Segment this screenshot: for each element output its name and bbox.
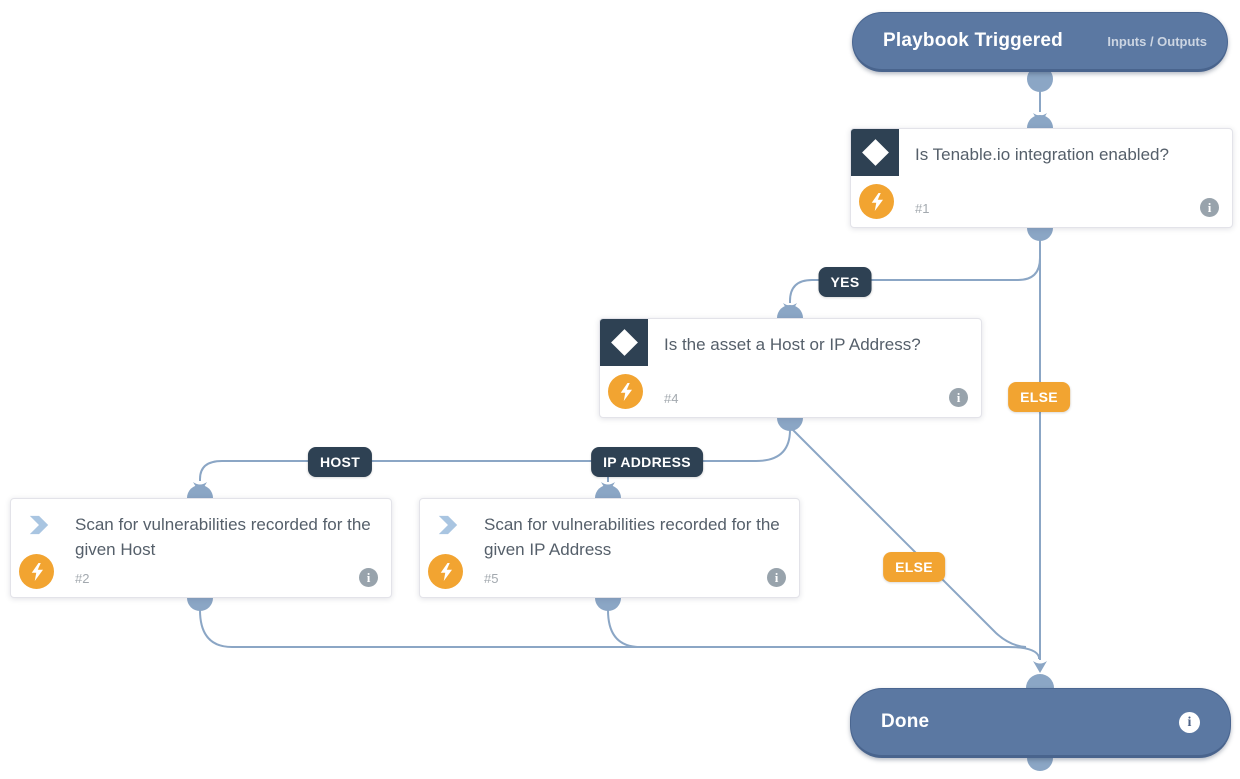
branch-label-else-mid: ELSE bbox=[883, 552, 945, 582]
branch-label-yes: YES bbox=[818, 267, 872, 297]
playbook-triggered-node[interactable]: Playbook Triggered Inputs / Outputs bbox=[852, 12, 1228, 72]
lightning-icon bbox=[19, 554, 54, 589]
info-icon[interactable]: i bbox=[359, 568, 378, 587]
task-id: #4 bbox=[664, 391, 679, 406]
task-title: Is Tenable.io integration enabled? bbox=[915, 145, 1169, 164]
start-node-title: Playbook Triggered bbox=[883, 30, 1063, 51]
branch-label-else-top: ELSE bbox=[1008, 382, 1070, 412]
info-icon[interactable]: i bbox=[1179, 711, 1200, 733]
branch-label-ip-address: IP ADDRESS bbox=[591, 447, 703, 477]
task-title: Scan for vulnerabilities recorded for th… bbox=[484, 515, 780, 559]
info-icon[interactable]: i bbox=[1200, 198, 1219, 217]
task-id: #5 bbox=[484, 571, 499, 586]
info-icon[interactable]: i bbox=[767, 568, 786, 587]
task-node-4[interactable]: Is the asset a Host or IP Address? #4 i bbox=[599, 318, 982, 418]
lightning-icon bbox=[428, 554, 463, 589]
inputs-outputs-link[interactable]: Inputs / Outputs bbox=[1107, 33, 1207, 49]
task-title: Scan for vulnerabilities recorded for th… bbox=[75, 515, 371, 559]
chevron-right-icon bbox=[438, 515, 458, 535]
task-node-1[interactable]: Is Tenable.io integration enabled? #1 i bbox=[850, 128, 1233, 228]
lightning-icon bbox=[608, 374, 643, 409]
task-id: #1 bbox=[915, 201, 930, 216]
branch-label-host: HOST bbox=[307, 447, 373, 477]
lightning-icon bbox=[859, 184, 894, 219]
info-icon[interactable]: i bbox=[949, 388, 968, 407]
done-node[interactable]: Done i bbox=[850, 688, 1231, 758]
condition-diamond-icon bbox=[600, 319, 648, 366]
condition-diamond-icon bbox=[851, 129, 899, 176]
chevron-right-icon bbox=[29, 515, 49, 535]
task-id: #2 bbox=[75, 571, 90, 586]
done-node-title: Done bbox=[881, 711, 930, 732]
task-node-2[interactable]: Scan for vulnerabilities recorded for th… bbox=[10, 498, 392, 598]
task-title: Is the asset a Host or IP Address? bbox=[664, 335, 921, 354]
task-node-5[interactable]: Scan for vulnerabilities recorded for th… bbox=[419, 498, 800, 598]
